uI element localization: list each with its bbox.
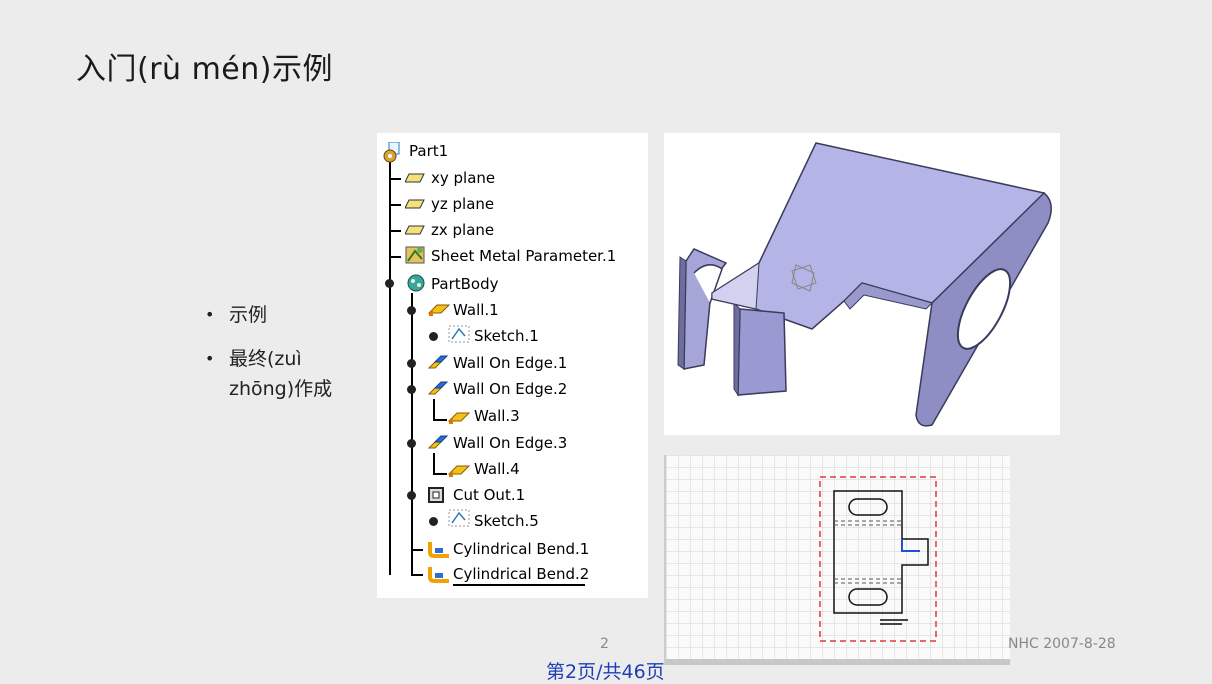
sheet-metal-3d-view: [664, 133, 1060, 435]
plane-icon: [405, 225, 425, 235]
tree-expand-node[interactable]: [407, 359, 416, 368]
tree-item-part1[interactable]: Part1: [409, 142, 449, 160]
wall-icon: [447, 465, 471, 477]
tree-connector-line: [411, 549, 423, 551]
tree-connector-line: [411, 293, 413, 575]
tree-connector-line: [433, 399, 435, 421]
tree-expand-node[interactable]: [429, 332, 438, 341]
flattened-drawing-view: [664, 455, 1010, 665]
page-indicator: 第2页/共46页: [546, 661, 665, 683]
tree-connector-line: [389, 157, 391, 575]
selected-item-underline: [453, 584, 585, 586]
slide-title: 入门(rù mén)示例: [76, 52, 333, 87]
bullet-text: 示例: [229, 304, 268, 326]
cylindrical-bend-icon: [428, 567, 449, 583]
tree-item-cylindrical-bend-2[interactable]: Cylindrical Bend.2: [453, 565, 590, 583]
tree-connector-line: [389, 256, 401, 258]
wall-icon: [427, 304, 451, 316]
tree-item-wall-on-edge-2[interactable]: Wall On Edge.2: [453, 380, 568, 398]
tree-item-sketch-5[interactable]: Sketch.5: [474, 512, 539, 530]
bullet-item: • 示例: [205, 300, 355, 330]
partbody-icon: [407, 274, 425, 292]
tree-item-cylindrical-bend-1[interactable]: Cylindrical Bend.1: [453, 540, 590, 558]
tree-collapse-node[interactable]: [407, 439, 416, 448]
footer-text: NHC 2007-8-28: [1008, 636, 1116, 652]
tree-item-wall-3[interactable]: Wall.3: [474, 407, 520, 425]
wall-icon: [447, 412, 471, 424]
tree-item-sketch-1[interactable]: Sketch.1: [474, 327, 539, 345]
wall-on-edge-icon: [427, 355, 449, 369]
cylindrical-bend-icon: [428, 542, 449, 558]
tree-expand-node[interactable]: [429, 517, 438, 526]
cut-out-icon: [428, 487, 444, 503]
tree-item-wall-on-edge-3[interactable]: Wall On Edge.3: [453, 434, 568, 452]
tree-item-wall-1[interactable]: Wall.1: [453, 301, 499, 319]
tree-connector-line: [433, 453, 435, 475]
tree-connector-line: [389, 178, 401, 180]
bullet-item: • 最终(zuì zhōng)作成: [205, 344, 355, 404]
tree-item-xy-plane[interactable]: xy plane: [431, 169, 496, 187]
tree-connector-line: [433, 419, 447, 421]
bullet-dot-icon: •: [205, 305, 215, 324]
sketch-icon: [448, 325, 470, 343]
tree-item-cut-out-1[interactable]: Cut Out.1: [453, 486, 526, 504]
tree-connector-line: [389, 204, 401, 206]
tree-item-partbody[interactable]: PartBody: [431, 275, 499, 293]
tree-item-wall-on-edge-1[interactable]: Wall On Edge.1: [453, 354, 568, 372]
tree-item-zx-plane[interactable]: zx plane: [431, 221, 495, 239]
tree-collapse-node[interactable]: [407, 306, 416, 315]
flat-pattern-sketch: [666, 455, 1010, 665]
part-icon: [383, 142, 400, 163]
sheet-metal-part-render: [677, 142, 1052, 427]
axis-system-icon: [791, 264, 817, 292]
tree-item-yz-plane[interactable]: yz plane: [431, 195, 495, 213]
plane-icon: [405, 199, 425, 209]
sheet-metal-parameter-icon: [405, 246, 425, 264]
tree-collapse-node[interactable]: [407, 385, 416, 394]
tree-connector-line: [411, 574, 423, 576]
tree-item-wall-4[interactable]: Wall.4: [474, 460, 520, 478]
tree-connector-line: [389, 230, 401, 232]
sketch-icon: [448, 509, 470, 527]
slide-page-number: 2: [600, 636, 609, 652]
wall-on-edge-icon: [427, 435, 449, 449]
specification-tree: Part1 xy plane yz plane zx plane Sheet M…: [377, 133, 648, 598]
tree-collapse-node[interactable]: [407, 491, 416, 500]
tree-connector-line: [433, 473, 447, 475]
bullet-text: 最终(zuì zhōng)作成: [229, 348, 333, 400]
bullet-dot-icon: •: [205, 349, 215, 368]
tree-collapse-node[interactable]: [385, 279, 394, 288]
wall-on-edge-icon: [427, 381, 449, 395]
tree-item-sheet-metal-parameter[interactable]: Sheet Metal Parameter.1: [431, 247, 617, 265]
plane-icon: [405, 173, 425, 183]
bullet-list: • 示例 • 最终(zuì zhōng)作成: [205, 300, 355, 418]
